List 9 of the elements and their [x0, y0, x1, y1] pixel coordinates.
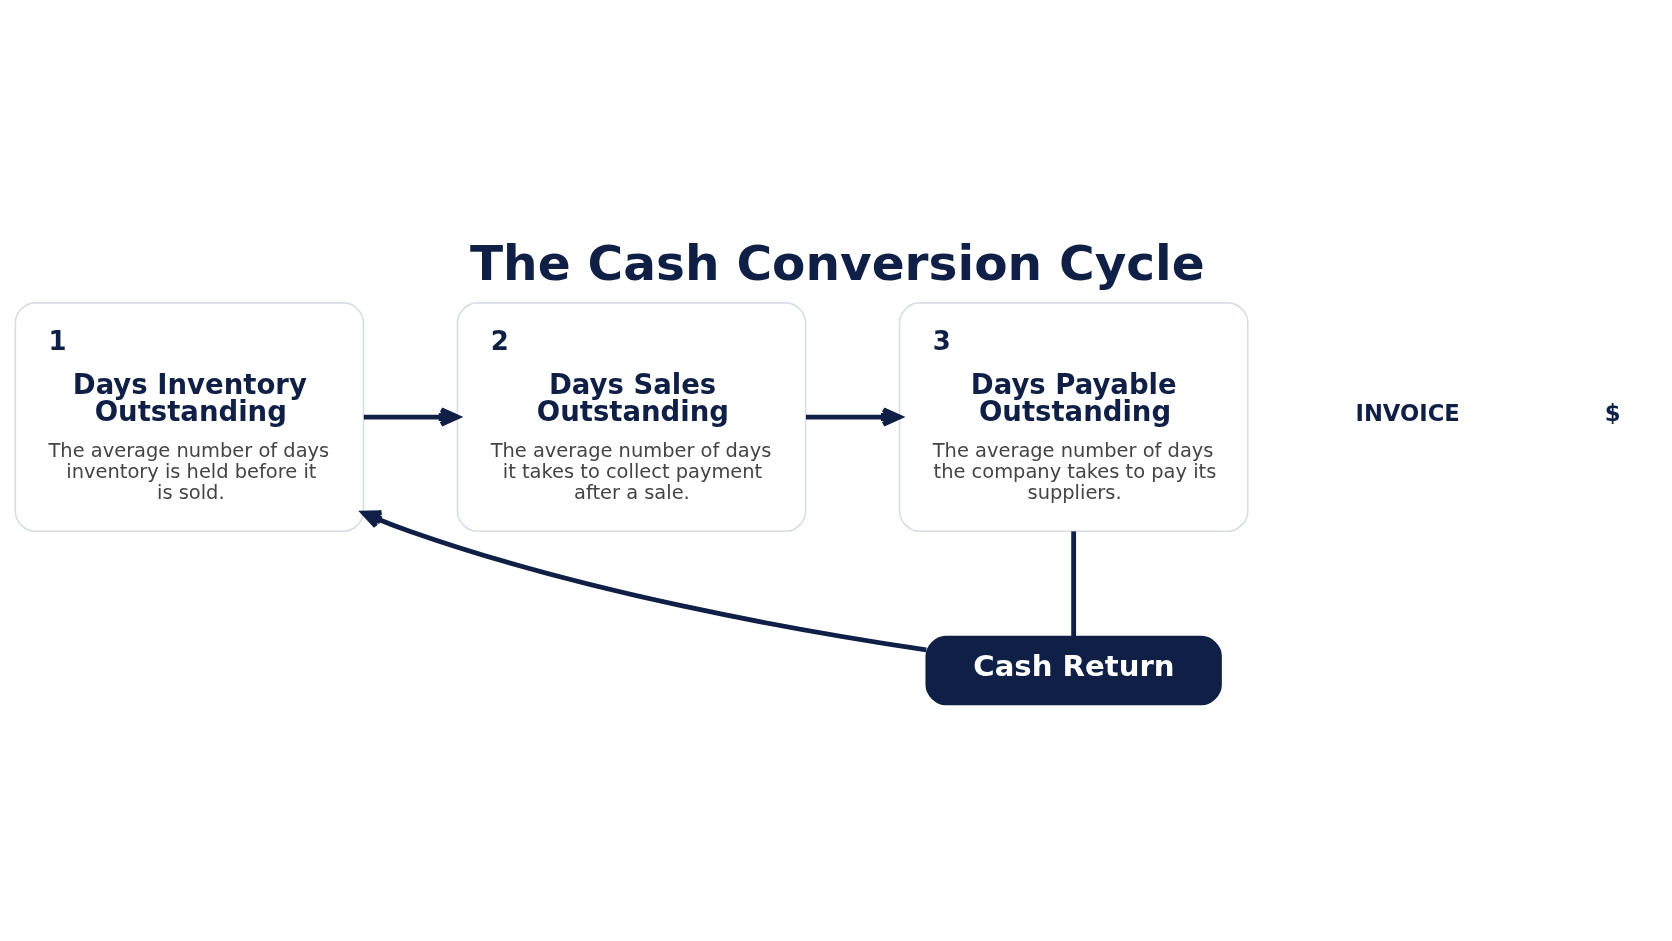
arrow [361, 510, 927, 653]
node-box: 1 Days Inventory Outstanding The average number of days inventory is held before it is sold. [14, 302, 365, 533]
node-box: Cash Return [925, 635, 1222, 706]
connector [1071, 531, 1077, 637]
label: $ [1604, 400, 1621, 427]
node-box: 3 Days Payable Outstanding The average number of days the company takes to pay its suppliers. [898, 302, 1249, 533]
node-box: 2 Days Sales Outstanding The average number of days it takes to collect payment after a sale. [456, 302, 807, 533]
diagram-title: The Cash Conversion Cycle [469, 235, 1205, 292]
label: INVOICE [1355, 400, 1460, 427]
